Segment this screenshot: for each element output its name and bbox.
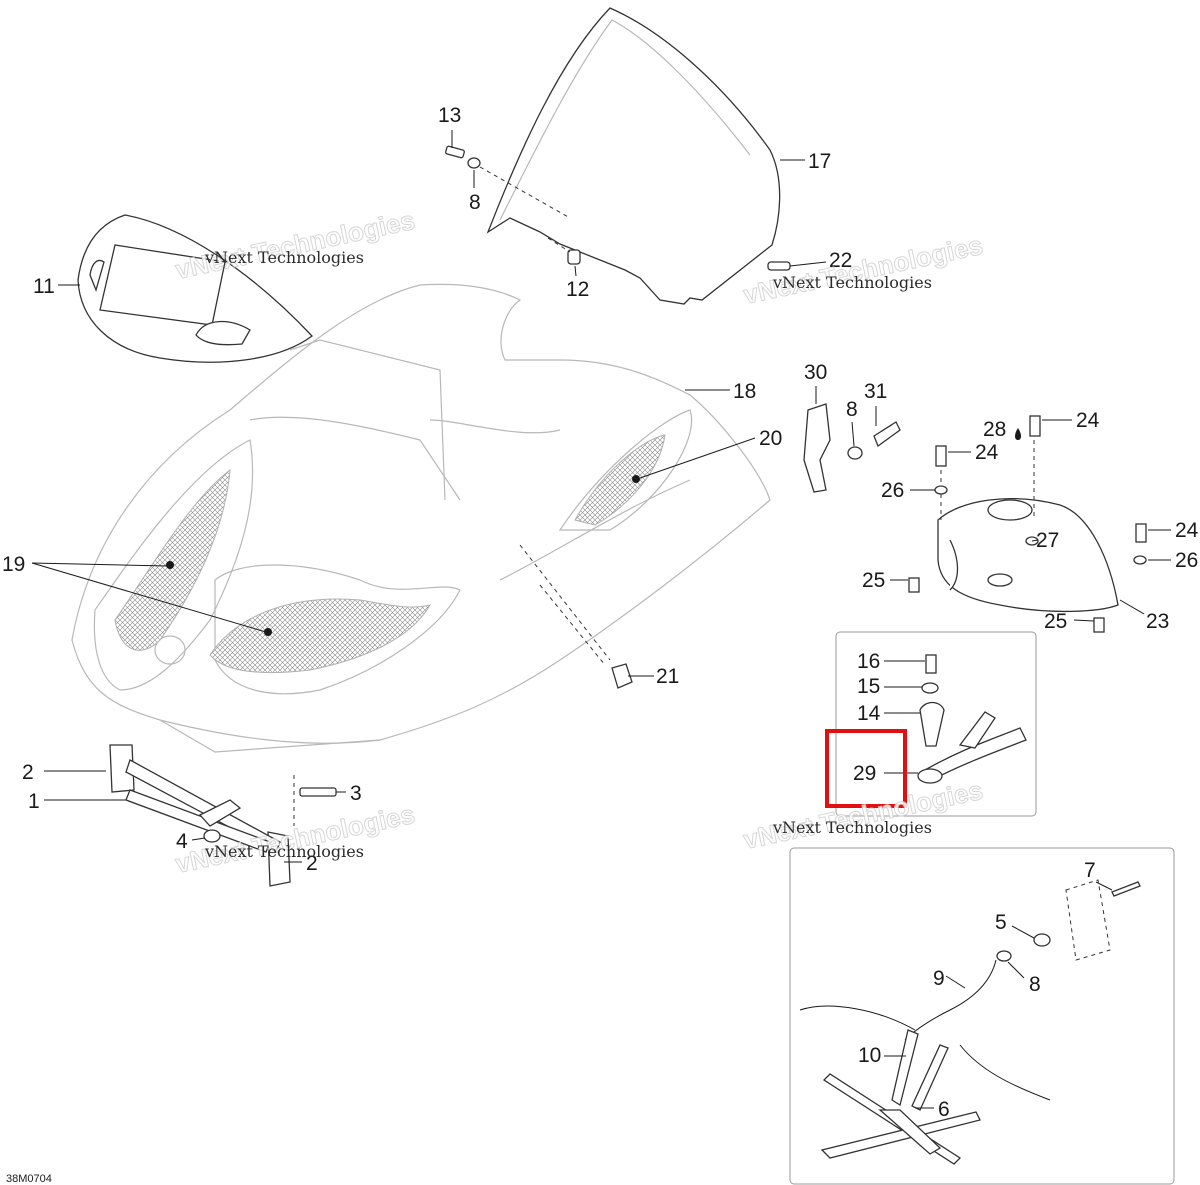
gauge-support xyxy=(77,214,313,363)
watermark-text: vNext Technologies xyxy=(772,273,932,292)
part-label-2: 2 xyxy=(22,761,34,784)
inset-box-fastener xyxy=(835,631,1037,817)
part-label-15: 15 xyxy=(857,675,880,698)
part-label-21: 21 xyxy=(656,665,679,688)
part-label-31: 31 xyxy=(864,380,887,403)
part-label-20: 20 xyxy=(759,427,782,450)
part-label-18: 18 xyxy=(733,380,756,403)
part-label-8: 8 xyxy=(1029,973,1041,996)
windshield-nut xyxy=(547,237,581,265)
part-label-3: 3 xyxy=(350,782,362,805)
part-label-12: 12 xyxy=(566,278,589,301)
air-box xyxy=(908,415,1147,633)
part-label-14: 14 xyxy=(857,702,881,725)
windshield-clip xyxy=(767,261,791,271)
part-label-27: 27 xyxy=(1036,529,1059,552)
watermark-shadow-text: vNext Technologies xyxy=(741,775,986,855)
windshield xyxy=(486,7,781,305)
hood-clip xyxy=(611,663,633,689)
part-label-13: 13 xyxy=(438,104,461,127)
part-label-7: 7 xyxy=(1084,859,1096,882)
part-label-30: 30 xyxy=(804,361,827,384)
part-label-25: 25 xyxy=(862,569,885,592)
part-label-22: 22 xyxy=(829,249,852,272)
watermark-text: vNext Technologies xyxy=(204,248,364,267)
part-label-11: 11 xyxy=(33,275,55,298)
part-label-10: 10 xyxy=(858,1044,881,1067)
part-label-29: 29 xyxy=(853,762,876,785)
part-label-4: 4 xyxy=(176,830,188,853)
part-label-26: 26 xyxy=(1175,549,1198,572)
part-label-24: 24 xyxy=(1076,409,1100,432)
part-label-8: 8 xyxy=(469,191,481,214)
part-label-2: 2 xyxy=(306,852,318,875)
deflector xyxy=(803,403,901,493)
highlight-box-part-29 xyxy=(825,729,907,808)
part-label-1: 1 xyxy=(28,790,40,813)
part-label-19: 19 xyxy=(2,553,25,576)
windshield-bolt xyxy=(445,145,571,219)
part-label-24: 24 xyxy=(1175,519,1199,542)
part-label-16: 16 xyxy=(857,650,880,673)
leader-lines xyxy=(31,130,1171,1109)
part-label-23: 23 xyxy=(1146,610,1169,633)
part-label-6: 6 xyxy=(938,1098,950,1121)
hood xyxy=(71,283,771,753)
watermark-text: vNext Technologies xyxy=(772,818,932,837)
part-label-8: 8 xyxy=(846,398,858,421)
part-label-26: 26 xyxy=(881,479,904,502)
support-bracket xyxy=(109,744,337,887)
inset-box-rope-assembly xyxy=(789,847,1175,1185)
part-label-24: 24 xyxy=(975,441,999,464)
watermark-shadow-text: vNext Technologies xyxy=(173,205,418,285)
part-label-9: 9 xyxy=(933,967,945,990)
part-label-28: 28 xyxy=(983,418,1006,441)
part-label-5: 5 xyxy=(995,911,1007,934)
drawing-code: 38M0704 xyxy=(6,1173,52,1185)
part-label-25: 25 xyxy=(1044,610,1067,633)
part-label-17: 17 xyxy=(808,150,831,173)
watermark-text: vNext Technologies xyxy=(204,842,364,861)
